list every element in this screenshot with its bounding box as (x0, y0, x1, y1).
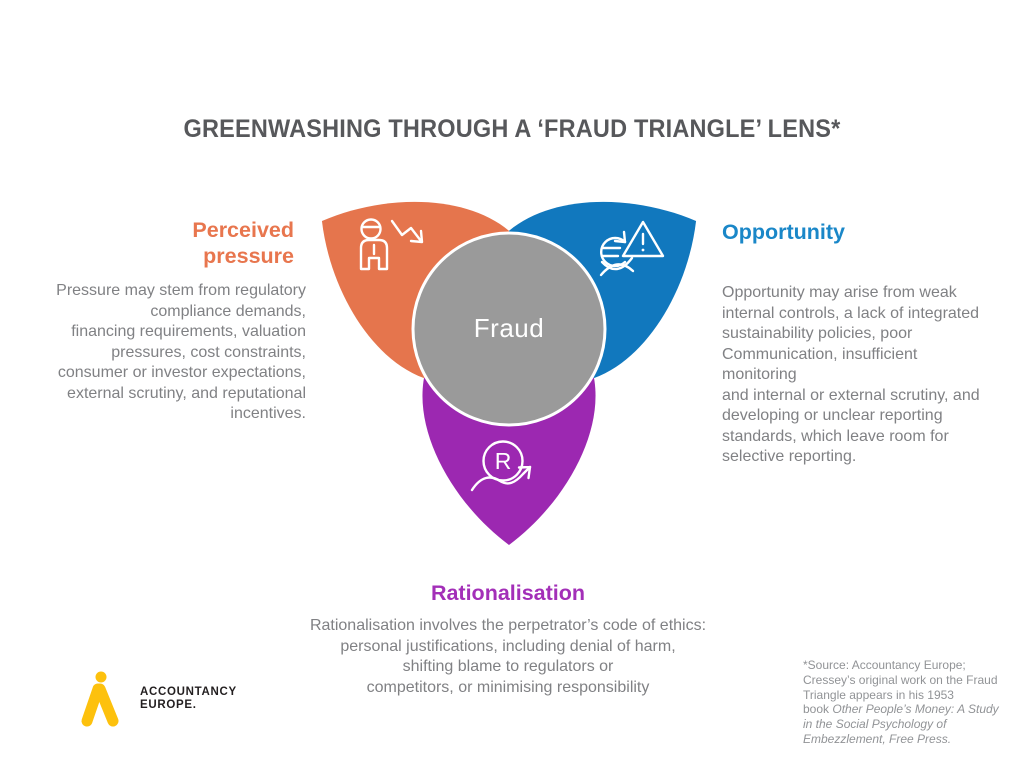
logo-line-2: EUROPE. (140, 699, 197, 711)
pressure-heading: Perceived pressure (192, 218, 294, 268)
registered-letter: R (495, 448, 512, 474)
euro-warning-icon (599, 220, 665, 277)
opportunity-heading: Opportunity (722, 220, 846, 244)
logo-line-1: ACCOUNTANCY (140, 686, 237, 698)
source-note-book-title: Other People’s Money: A Study in the Soc… (803, 702, 999, 746)
page-title: GREENWASHING THROUGH A ‘FRAUD TRIANGLE’ … (183, 115, 841, 143)
accountancy-europe-logo-icon (81, 671, 119, 727)
opportunity-body: Opportunity may arise from weak internal… (722, 284, 980, 465)
rationalisation-body: Rationalisation involves the perpetrator… (309, 617, 707, 696)
source-note: *Source: Accountancy Europe; Cressey’s o… (803, 658, 1013, 747)
fraud-center-circle (411, 231, 607, 427)
fraud-center-label: Fraud (474, 313, 544, 343)
accountancy-europe-wordmark: ACCOUNTANCY EUROPE. (140, 686, 340, 712)
pressure-body: Pressure may stem from regulatory compli… (56, 282, 306, 422)
person-declining-trend-icon (359, 218, 424, 271)
registered-trend-icon (470, 440, 532, 492)
rationalisation-heading: Rationalisation (430, 581, 586, 605)
source-note-plain: *Source: Accountancy Europe; Cressey’s o… (803, 658, 998, 717)
